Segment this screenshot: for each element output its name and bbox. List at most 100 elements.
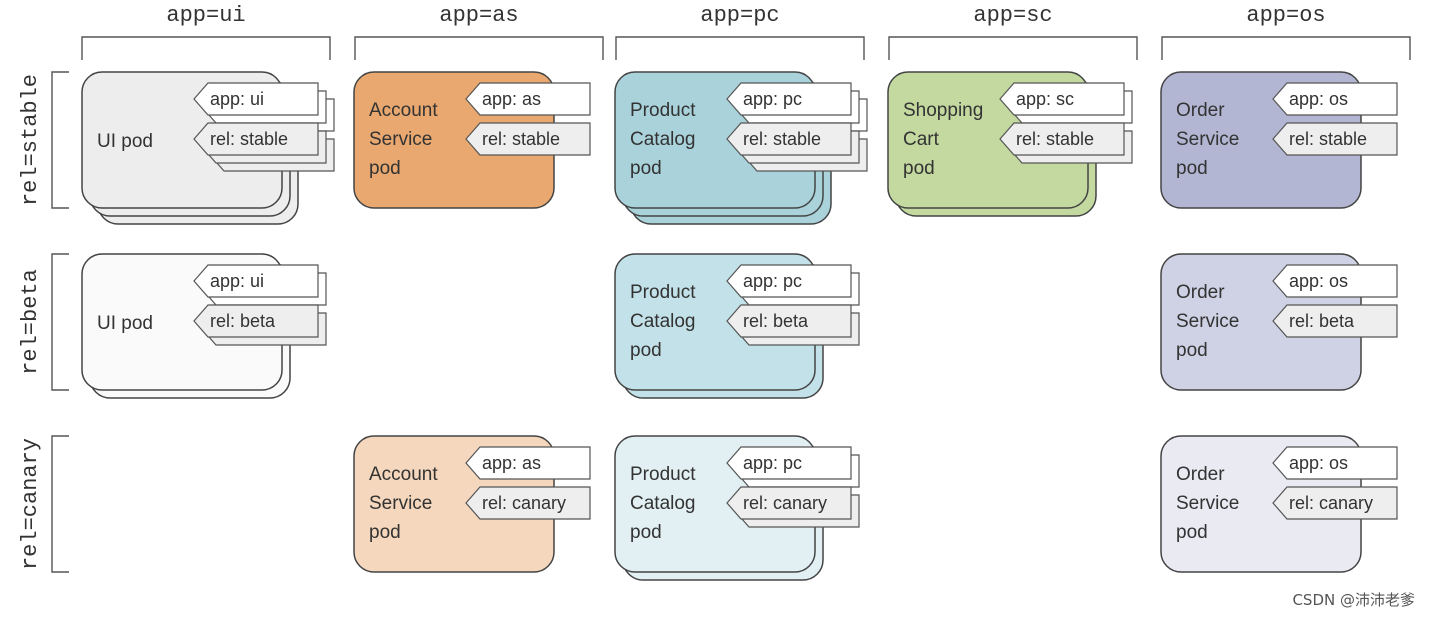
row-header-rel-canary: rel=canary	[18, 435, 69, 573]
label-tag: rel: stable	[999, 122, 1133, 164]
label-tag: rel: stable	[726, 122, 868, 172]
row-bracket	[51, 253, 69, 391]
column-label: app=sc	[973, 3, 1052, 28]
pod-name-line: Service	[1176, 129, 1239, 150]
pod-name-line: pod	[630, 340, 662, 361]
label-tag-shape	[193, 264, 319, 298]
pod-name-line: Service	[369, 129, 432, 150]
label-tag-shape	[726, 446, 852, 480]
label-tag: rel: canary	[726, 486, 860, 528]
row-header-rel-beta: rel=beta	[18, 253, 69, 391]
label-tag-text: rel: beta	[210, 311, 276, 331]
label-tag-text: rel: stable	[482, 129, 560, 149]
label-tag: rel: stable	[465, 122, 591, 156]
label-tag-shape	[999, 82, 1125, 116]
pod-name-line: pod	[1176, 340, 1208, 361]
column-bracket	[81, 36, 331, 60]
pod-name-line: Product	[630, 464, 696, 485]
label-tag: app: sc	[999, 82, 1133, 124]
label-tag-text: rel: beta	[1289, 311, 1355, 331]
label-tag-shape	[1272, 446, 1398, 480]
label-tag: app: os	[1272, 82, 1398, 116]
label-tag-text: app: sc	[1016, 89, 1074, 109]
pod-name-line: Account	[369, 100, 438, 121]
column-bracket	[615, 36, 865, 60]
pod-name-line: Catalog	[630, 493, 696, 514]
pod-name-line: Order	[1176, 464, 1225, 485]
pod-name-line: Service	[369, 493, 432, 514]
label-tag-text: rel: stable	[210, 129, 288, 149]
column-header-app-pc: app=pc	[615, 3, 865, 60]
label-tag-shape	[465, 446, 591, 480]
label-tag: app: ui	[193, 264, 327, 306]
label-tag: app: as	[465, 82, 591, 116]
pod-ui-beta: UI pod app: ui rel: beta	[81, 253, 327, 399]
pod-name-line: pod	[1176, 522, 1208, 543]
label-tag-text: app: pc	[743, 271, 802, 291]
label-tag-text: app: as	[482, 453, 541, 473]
label-tag-text: rel: canary	[1289, 493, 1373, 513]
pod-name-line: Catalog	[630, 311, 696, 332]
pod-name-line: pod	[1176, 158, 1208, 179]
label-tag-text: app: os	[1289, 453, 1348, 473]
pod-ui-stable: UI pod app: ui rel: stable	[81, 71, 335, 225]
pod-name-line: Product	[630, 282, 696, 303]
label-tag: app: as	[465, 446, 591, 480]
label-tag-shape	[726, 122, 852, 156]
label-tag-text: rel: canary	[743, 493, 827, 513]
label-tag-shape	[193, 304, 319, 338]
label-tag-shape	[726, 486, 852, 520]
label-tag-shape	[999, 122, 1125, 156]
column-header-app-os: app=os	[1161, 3, 1411, 60]
label-tag-text: rel: canary	[482, 493, 566, 513]
label-tag-text: rel: beta	[743, 311, 809, 331]
label-tag-text: rel: stable	[1289, 129, 1367, 149]
column-header-app-sc: app=sc	[888, 3, 1138, 60]
label-tag-text: app: pc	[743, 89, 802, 109]
pod-name-line: UI pod	[97, 131, 153, 152]
row-headers: rel=stable rel=beta rel=canary	[18, 71, 69, 573]
row-label: rel=canary	[18, 438, 43, 570]
label-tag-text: app: pc	[743, 453, 802, 473]
pod-name-line: Service	[1176, 311, 1239, 332]
label-tag-text: app: os	[1289, 89, 1348, 109]
pod-name-line: pod	[903, 158, 935, 179]
row-label: rel=stable	[18, 74, 43, 206]
label-tag-shape	[726, 82, 852, 116]
pod-name-line: UI pod	[97, 313, 153, 334]
row-bracket	[51, 71, 69, 209]
label-tag-shape	[726, 264, 852, 298]
label-tag: rel: beta	[1272, 304, 1398, 338]
label-tag-shape	[193, 82, 319, 116]
label-tag-shape	[193, 122, 319, 156]
label-tag-text: app: ui	[210, 271, 264, 291]
label-tag-shape	[465, 486, 591, 520]
label-tag: app: os	[1272, 446, 1398, 480]
label-tag-shape	[726, 304, 852, 338]
pod-name-line: Account	[369, 464, 438, 485]
label-tag-text: app: ui	[210, 89, 264, 109]
label-tag: app: pc	[726, 264, 860, 306]
pod-name-line: Shopping	[903, 100, 983, 121]
pod-name-line: Product	[630, 100, 696, 121]
row-label: rel=beta	[18, 269, 43, 375]
column-bracket	[1161, 36, 1411, 60]
column-label: app=ui	[166, 3, 245, 28]
pod-name-line: pod	[630, 522, 662, 543]
pod-name-line: pod	[369, 158, 401, 179]
label-tag: rel: beta	[726, 304, 860, 346]
pod-name-line: Order	[1176, 100, 1225, 121]
row-bracket	[51, 435, 69, 573]
column-label: app=pc	[700, 3, 779, 28]
column-label: app=os	[1246, 3, 1325, 28]
pod-name-line: pod	[369, 522, 401, 543]
label-tag-shape	[1272, 486, 1398, 520]
